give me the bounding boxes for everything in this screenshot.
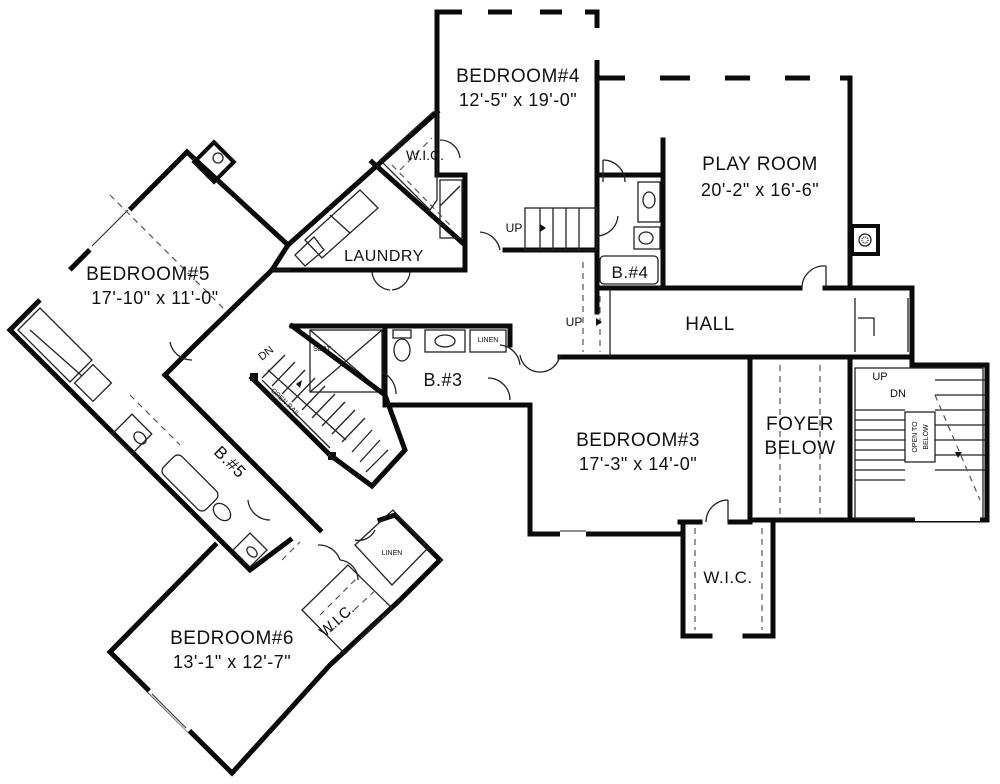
up-arrow-hall — [596, 318, 602, 326]
hall-corridor-lines — [272, 269, 611, 357]
bedroom-5-walls — [6, 139, 292, 539]
bath-5-label: B.#5 — [210, 442, 250, 482]
bath-4-walls — [594, 159, 666, 291]
linen-closet-bottom — [354, 509, 429, 586]
bath-3-label: B.#3 — [423, 370, 462, 390]
hall-walls — [557, 262, 990, 523]
linen-label-top: LINEN — [478, 337, 499, 344]
dn-label-stair-right: DN — [890, 388, 906, 400]
wic-bedroom-6-label: W.I.C. — [316, 601, 358, 641]
bedroom-3-dims: 17'-3" x 14'-0" — [579, 454, 697, 474]
bedroom-6-label: BEDROOM#6 — [170, 628, 294, 649]
bedroom-6-dims: 13'-1" x 12'-7" — [173, 652, 291, 672]
main-stair — [854, 367, 985, 521]
up-label-hall: UP — [566, 315, 583, 329]
laundry-stair-up — [524, 207, 598, 251]
hall-label: HALL — [685, 314, 735, 335]
wic-bedroom-3-label: W.I.C. — [703, 568, 752, 587]
open-to-below-label-2: BELOW — [923, 424, 930, 450]
dn-label-stair-left: DN — [256, 344, 276, 363]
laundry-label: LAUNDRY — [344, 248, 424, 265]
bedroom-4-walls — [434, 9, 600, 253]
foyer-label-1: FOYER — [766, 414, 834, 435]
bath-3-walls — [289, 323, 561, 408]
bedroom-4-dims: 12'-5" x 19'-0" — [459, 90, 577, 110]
wic-bedroom-6-walls — [301, 559, 393, 655]
linen-label-bottom: LINEN — [382, 550, 403, 557]
play-room-dims: 20'-2" x 16'-6" — [701, 180, 819, 200]
bedroom-6-walls — [106, 512, 444, 777]
wic-bedroom-4-walls — [379, 111, 461, 212]
up-label-stair: UP — [872, 371, 887, 383]
foyer-below-walls — [747, 354, 853, 523]
seat-label: SEAT — [313, 346, 331, 353]
bedroom-3-label: BEDROOM#3 — [576, 430, 700, 451]
foyer-label-2: BELOW — [764, 438, 835, 459]
bedroom-4-label: BEDROOM#4 — [456, 66, 580, 87]
bedroom-5-label: BEDROOM#5 — [86, 264, 210, 285]
wic-bedroom-3-walls — [680, 519, 776, 639]
wic-bedroom-4-label: W.I.C. — [406, 147, 444, 163]
bedroom-5-dims: 17'-10" x 11'-0" — [91, 288, 218, 308]
bath-4-label: B.#4 — [612, 263, 649, 282]
up-label-laundry: UP — [506, 221, 523, 235]
bath-5-walls — [73, 363, 324, 574]
play-room-label: PLAY ROOM — [702, 154, 818, 175]
open-to-below-label-1: OPEN TO — [912, 421, 919, 453]
open-rail-stair — [248, 322, 408, 490]
